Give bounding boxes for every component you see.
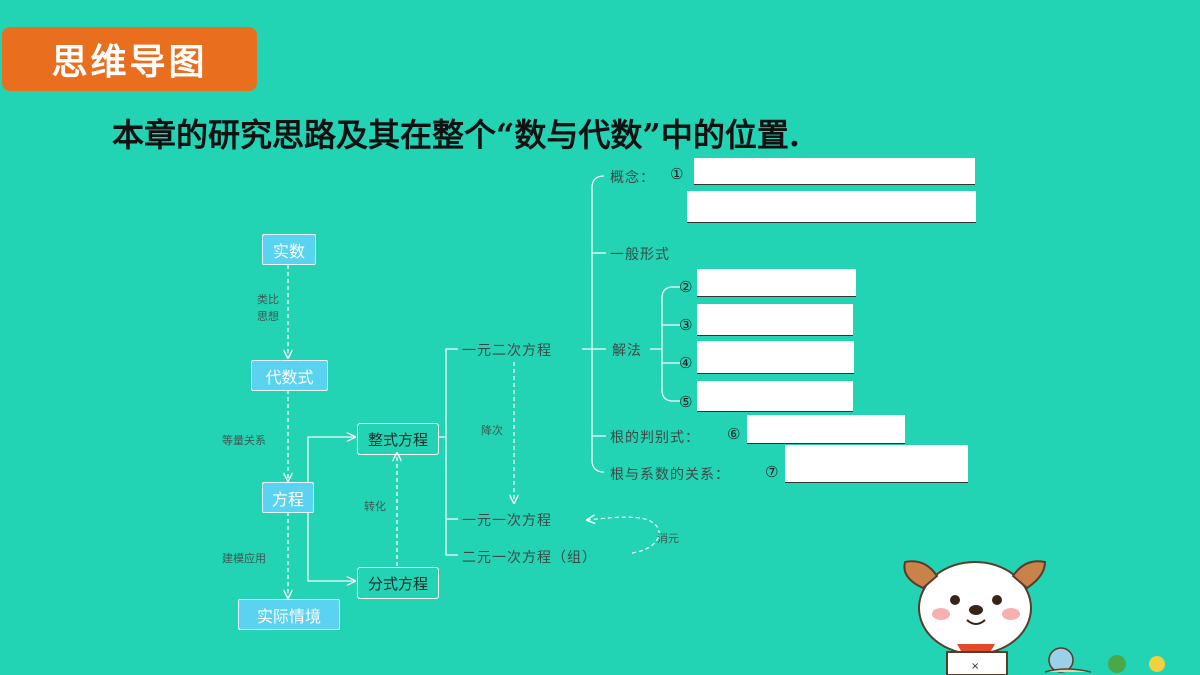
branch-solution: 解法	[612, 343, 642, 359]
node-algebraic-expression: 代数式	[251, 360, 328, 391]
label-transform: 转化	[364, 500, 386, 513]
blank-6	[747, 415, 905, 444]
label-equal-relation: 等量关系	[222, 434, 266, 447]
marker-5: ⑤	[679, 393, 693, 411]
mind-map-badge: 思维导图	[2, 27, 257, 91]
bracket-right-bottom	[591, 349, 605, 473]
blank-4	[697, 341, 854, 374]
blank-5	[697, 381, 853, 412]
node-real-numbers: 实数	[262, 234, 316, 265]
edge-equation-to-fractional	[307, 496, 354, 581]
bracket-quadratic	[438, 348, 458, 438]
edge-eliminate	[588, 517, 660, 554]
blank-1a	[694, 158, 975, 185]
node-real-context: 实际情境	[238, 599, 340, 630]
branch-discriminant: 根的判别式：	[610, 430, 700, 446]
blank-1b	[687, 191, 976, 223]
edge-equation-to-integral	[307, 437, 354, 498]
label-eliminate: 消元	[657, 532, 679, 545]
puppy-mascot-icon: ×	[903, 560, 1165, 675]
node-equation: 方程	[262, 482, 314, 513]
node-fractional-equation: 分式方程	[357, 567, 439, 599]
heading: 本章的研究思路及其在整个“数与代数”中的位置.	[112, 116, 800, 154]
marker-4: ④	[679, 354, 693, 372]
blank-3	[697, 304, 853, 336]
marker-1: ①	[670, 165, 684, 183]
node-linear-system: 二元一次方程（组）	[462, 550, 597, 566]
blank-2	[697, 269, 856, 297]
bracket-right-top	[582, 175, 605, 350]
marker-3: ③	[679, 316, 693, 334]
bracket-methods-bottom	[661, 349, 680, 402]
label-analogy: 类比 思想	[257, 293, 279, 323]
node-integral-equation: 整式方程	[357, 423, 439, 455]
branch-vieta: 根与系数的关系：	[610, 467, 730, 483]
node-quadratic-equation: 一元二次方程	[462, 343, 552, 359]
label-reduce-degree: 降次	[481, 424, 503, 437]
bracket-methods-top	[650, 286, 680, 350]
marker-6: ⑥	[727, 425, 741, 443]
marker-2: ②	[679, 278, 693, 296]
branch-general-form: 一般形式	[610, 247, 670, 263]
marker-7: ⑦	[765, 463, 779, 481]
svg-text:×: ×	[971, 661, 979, 672]
label-modeling: 建模应用	[222, 552, 266, 565]
bracket-system	[445, 437, 458, 556]
branch-concept: 概念：	[610, 170, 655, 186]
node-linear-equation: 一元一次方程	[462, 513, 552, 529]
blank-7	[785, 445, 968, 483]
